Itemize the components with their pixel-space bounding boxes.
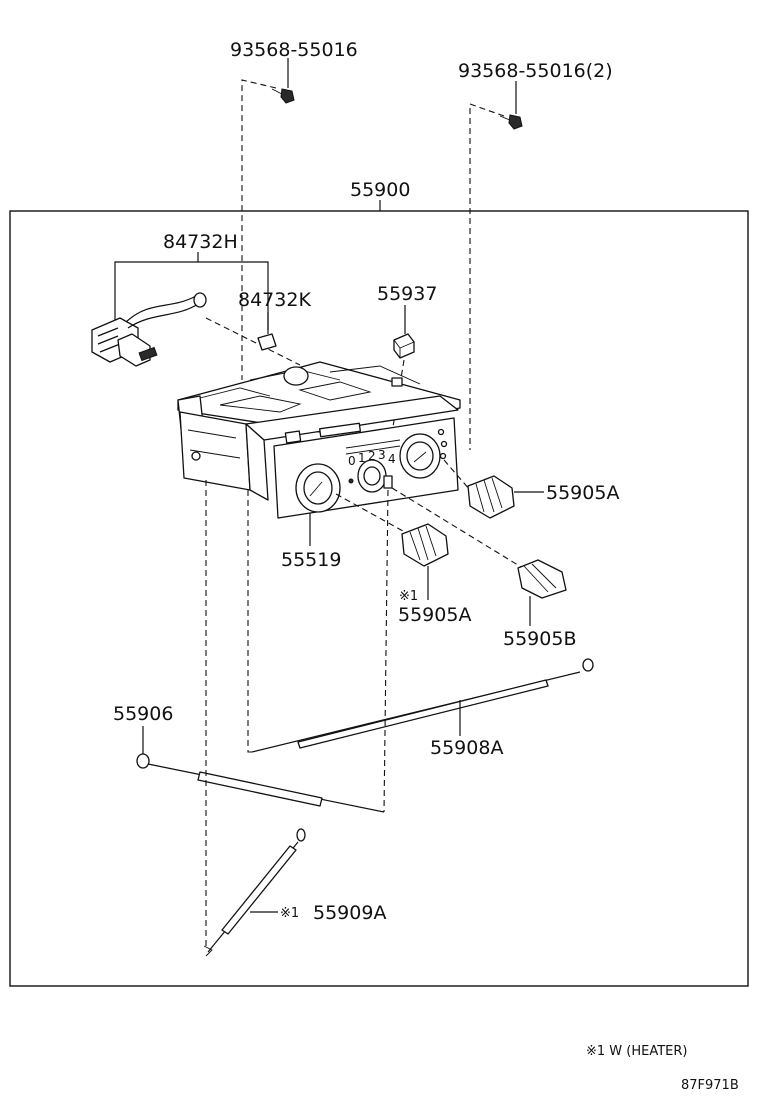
knob-mid-icon[interactable] [401, 523, 449, 567]
cable-lower-icon[interactable] [203, 828, 306, 957]
cable-left-icon[interactable] [136, 753, 385, 813]
label-knob-lower: 55905B [503, 628, 576, 650]
panel-mark-0: 0 [348, 454, 356, 468]
wire-harness-icon[interactable] [91, 292, 207, 367]
label-cable-lower: 55909A [313, 902, 386, 924]
dash-guide-lower [383, 489, 389, 813]
cable-upper-icon[interactable] [251, 658, 594, 753]
panel-mark-3: 3 [378, 448, 386, 462]
leader-harness [114, 252, 269, 330]
label-cable-lower-mark: ※1 [280, 906, 299, 921]
dash-knob-lower [391, 487, 527, 571]
knob-lower-icon[interactable] [517, 559, 567, 599]
control-panel-icon[interactable]: 0 1 2 3 4 [273, 417, 459, 519]
label-knob-right: 55905A [546, 482, 619, 504]
label-cable-left: 55906 [113, 703, 173, 725]
dash-screw-right [469, 103, 505, 450]
dash-harness [205, 317, 301, 366]
dash-guide-upper [247, 490, 254, 753]
screw-right-icon[interactable] [499, 81, 523, 130]
dash-screw-left [241, 79, 277, 380]
label-panel: 55519 [281, 549, 341, 571]
assembly-frame [9, 210, 749, 987]
panel-mark-1: 1 [358, 451, 366, 465]
diagram-code: 87F971B [681, 1078, 739, 1093]
panel-mark-4: 4 [388, 452, 396, 466]
label-bulb: 84732K [238, 289, 311, 311]
panel-mark-2: 2 [368, 449, 376, 463]
screw-left-icon[interactable] [271, 58, 295, 104]
label-assembly: 55900 [350, 179, 410, 201]
dash-knob-mid [335, 493, 413, 537]
label-cable-upper: 55908A [430, 737, 503, 759]
label-screw-1: 93568-55016 [230, 39, 358, 61]
label-knob-mid: 55905A [398, 604, 471, 626]
dash-knob-right [443, 459, 471, 491]
small-knob-icon[interactable] [393, 333, 415, 359]
label-harness: 84732H [163, 231, 238, 253]
knob-right-icon[interactable] [467, 475, 515, 519]
heater-control-body[interactable] [177, 361, 461, 501]
footnote: ※1 W (HEATER) [586, 1044, 688, 1059]
label-screw-2: 93568-55016(2) [458, 60, 613, 82]
label-small-knob: 55937 [377, 283, 437, 305]
label-knob-mid-mark: ※1 [399, 589, 418, 604]
bulb-icon[interactable] [257, 333, 277, 351]
